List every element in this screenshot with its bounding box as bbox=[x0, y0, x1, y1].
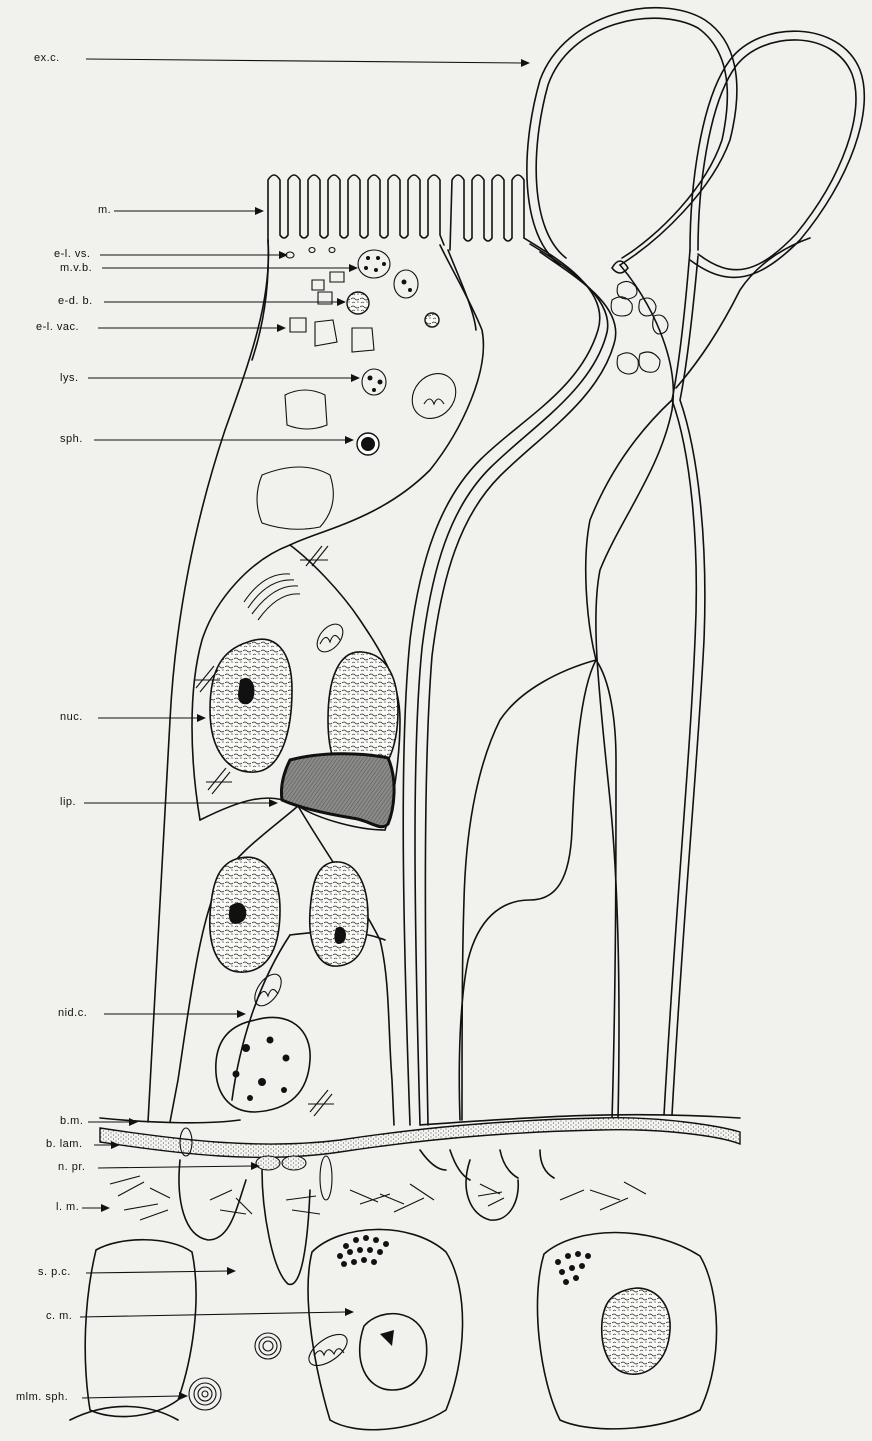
muscle-fibers bbox=[110, 1176, 646, 1220]
svg-text:nid.c.: nid.c. bbox=[58, 1007, 87, 1019]
basal-lamina bbox=[100, 1115, 740, 1220]
svg-text:lip.: lip. bbox=[60, 796, 76, 808]
svg-text:e-l. vs.: e-l. vs. bbox=[54, 248, 90, 260]
label-edb: e-d. b. bbox=[58, 295, 346, 307]
svg-text:sph.: sph. bbox=[60, 433, 83, 445]
svg-text:l. m.: l. m. bbox=[56, 1201, 79, 1213]
svg-text:s. p.c.: s. p.c. bbox=[38, 1266, 71, 1278]
svg-text:m.: m. bbox=[98, 204, 111, 216]
svg-text:lys.: lys. bbox=[60, 372, 79, 384]
lipid-droplet bbox=[281, 754, 394, 827]
label-lm: l. m. bbox=[56, 1201, 110, 1213]
svg-text:c. m.: c. m. bbox=[46, 1310, 72, 1322]
extruded-cell-vacuoles bbox=[611, 281, 668, 374]
label-el-vs: e-l. vs. bbox=[54, 248, 288, 260]
svg-text:mlm. sph.: mlm. sph. bbox=[16, 1391, 68, 1403]
label-mlm-sph: mlm. sph. bbox=[16, 1391, 188, 1403]
svg-text:m.v.b.: m.v.b. bbox=[60, 262, 92, 274]
label-sph: sph. bbox=[60, 433, 354, 445]
nuclear-layer bbox=[170, 545, 400, 1125]
label-el-vac: e-l. vac. bbox=[36, 321, 286, 333]
myelin-spheres bbox=[189, 1333, 281, 1410]
secretory-granules-left bbox=[337, 1235, 389, 1267]
label-cm: c. m. bbox=[46, 1308, 354, 1322]
label-mvb: m.v.b. bbox=[60, 262, 358, 274]
label-ex-c: ex.c. bbox=[34, 52, 530, 67]
label-npr: n. pr. bbox=[58, 1161, 260, 1173]
label-text: ex.c. bbox=[34, 52, 60, 64]
svg-text:n. pr.: n. pr. bbox=[58, 1161, 85, 1173]
nidus-cell bbox=[216, 1017, 310, 1112]
svg-text:e-d. b.: e-d. b. bbox=[58, 295, 93, 307]
subepithelial-cells bbox=[70, 1160, 717, 1430]
svg-text:b.m.: b.m. bbox=[60, 1115, 83, 1127]
extruded-cells bbox=[527, 8, 864, 278]
tissue-drawing bbox=[70, 8, 864, 1430]
microvilli bbox=[268, 175, 524, 250]
label-m: m. bbox=[98, 204, 264, 216]
svg-text:nuc.: nuc. bbox=[60, 711, 83, 723]
svg-text:e-l. vac.: e-l. vac. bbox=[36, 321, 79, 333]
label-lys: lys. bbox=[60, 372, 360, 384]
label-nuc: nuc. bbox=[60, 711, 206, 723]
apical-organelles bbox=[257, 248, 465, 530]
svg-text:b. lam.: b. lam. bbox=[46, 1138, 83, 1150]
label-nid-c: nid.c. bbox=[58, 1007, 246, 1019]
label-spc: s. p.c. bbox=[38, 1266, 236, 1278]
secretory-granules-right bbox=[555, 1251, 591, 1285]
